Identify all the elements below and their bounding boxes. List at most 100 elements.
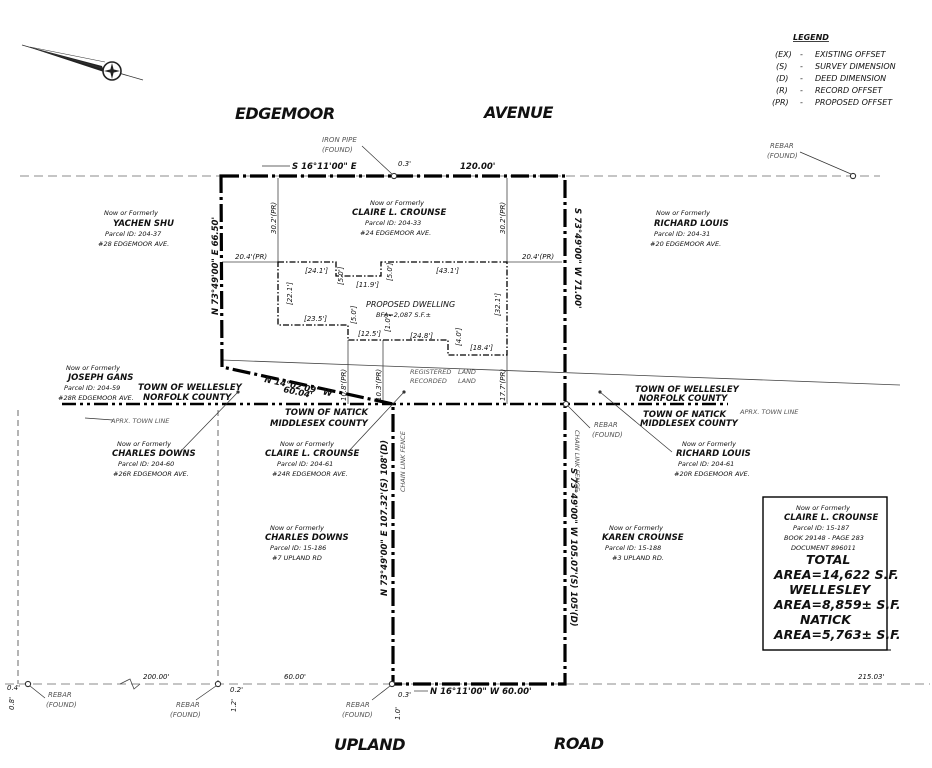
legend-row: (EX) - EXISTING OFFSET [775,50,887,59]
svg-text:#20 EDGEMOOR AVE.: #20 EDGEMOOR AVE. [650,240,721,248]
north-length: 120.00' [460,162,495,172]
leader-line [84,417,114,421]
svg-text:MIDDLESEX COUNTY: MIDDLESEX COUNTY [640,419,739,429]
house-dim: [11.9'] [356,281,379,289]
svg-text:WELLESLEY: WELLESLEY [789,582,872,597]
house-dim: [1.0'] [384,313,392,332]
svg-text:TOWN OF NATICK: TOWN OF NATICK [643,410,728,420]
svg-text:-: - [800,62,803,71]
abutter-shu: Now or Formerly YACHEN SHU Parcel ID: 20… [98,209,174,248]
monument-circle-icon [388,680,396,688]
svg-text:(S): (S) [776,62,787,71]
svg-text:(FOUND): (FOUND) [322,146,353,154]
svg-text:(FOUND): (FOUND) [767,152,798,160]
svg-text:#20R EDGEMOOR AVE.: #20R EDGEMOOR AVE. [674,470,750,478]
dwelling-title: PROPOSED DWELLING [366,300,455,309]
street-avenue: AVENUE [482,103,553,122]
town-labels-left: TOWN OF WELLESLEY NORFOLK COUNTY TOWN OF… [138,383,370,429]
aprx-town-line-right: APRX. TOWN LINE [739,408,799,416]
north-arrow-icon [21,44,144,81]
svg-text:JOSEPH GANS: JOSEPH GANS [66,373,133,383]
svg-text:RICHARD LOUIS: RICHARD LOUIS [676,449,751,459]
dim-02: 0.2' [230,686,243,694]
svg-text:EXISTING OFFSET: EXISTING OFFSET [815,50,887,59]
legend: LEGEND (EX) - EXISTING OFFSET (S) - SURV… [772,33,896,107]
subject-lot-boundary [219,174,567,686]
rebar-label-bottom-right: REBAR (FOUND) [342,685,391,719]
aprx-town-line-left: APRX. TOWN LINE [110,417,170,425]
svg-text:NORFOLK COUNTY: NORFOLK COUNTY [639,394,728,404]
house-dim: [5.0'] [350,305,358,324]
dwelling-bfa: BFA=2,087 S.F.± [376,311,431,319]
offset-rear-1: 10.8'(PR) [340,369,348,401]
svg-text:DEED DIMENSION: DEED DIMENSION [815,74,886,83]
house-dim: [23.5'] [304,315,327,323]
svg-text:Now or Formerly: Now or Formerly [796,504,850,512]
svg-text:Now or Formerly: Now or Formerly [370,199,424,207]
land-label-top: LAND [458,368,476,376]
offset-rear-3: 17.7'(PR) [499,369,507,401]
house-dim: [32.1'] [494,293,502,316]
svg-text:SURVEY DIMENSION: SURVEY DIMENSION [815,62,896,71]
house-dim: [24.1'] [305,267,328,275]
svg-text:#28 EDGEMOOR AVE.: #28 EDGEMOOR AVE. [98,240,169,248]
svg-text:(FOUND): (FOUND) [46,701,77,709]
registered-label: REGISTERED [410,368,451,376]
offset-rear-2: 10.3'(PR) [375,369,383,401]
svg-text:PROPOSED OFFSET: PROPOSED OFFSET [815,98,893,107]
svg-text:Parcel ID: 15-186: Parcel ID: 15-186 [270,544,326,552]
abutter-downs-upland: Now or Formerly CHARLES DOWNS Parcel ID:… [265,524,349,562]
registered-land-line [221,359,901,386]
east-upper-dimension: S 73°49'00" W 71.00' [572,208,582,309]
svg-text:DOCUMENT 896011: DOCUMENT 896011 [791,544,856,552]
svg-text:Parcel ID: 204-60: Parcel ID: 204-60 [118,460,174,468]
rebar-label-top-right: REBAR (FOUND) [767,142,852,175]
legend-title: LEGEND [793,33,829,42]
svg-text:Now or Formerly: Now or Formerly [117,440,171,448]
fence-label-west: CHAIN LINK FENCE [399,430,407,492]
svg-text:REBAR: REBAR [48,691,72,699]
monument-circle-icon [390,172,398,180]
svg-text:REBAR: REBAR [346,701,370,709]
svg-text:AREA=5,763± S.F.: AREA=5,763± S.F. [773,627,901,642]
break-mark [119,678,141,690]
svg-text:Parcel ID: 204-61: Parcel ID: 204-61 [678,460,734,468]
area-summary-box: Now or Formerly CLAIRE L. CROUNSE Parcel… [762,496,901,651]
svg-text:TOWN OF WELLESLEY: TOWN OF WELLESLEY [635,385,740,395]
land-label-bottom: LAND [458,377,476,385]
house-dim: [22.1'] [286,282,294,305]
svg-text:(FOUND): (FOUND) [170,711,201,719]
abutter-downs-rear: Now or Formerly CHARLES DOWNS Parcel ID:… [112,390,240,478]
offset-side-right: 20.4'(PR) [522,253,554,261]
svg-text:#3 UPLAND RD.: #3 UPLAND RD. [612,554,664,562]
svg-text:(FOUND): (FOUND) [342,711,373,719]
west-upper-dimension: N 73°49'00" E 66.50' [211,217,221,315]
house-dim: [43.1'] [436,267,459,275]
svg-text:(D): (D) [776,74,788,83]
dim-60: 60.00' [284,673,306,681]
south-bearing: N 16°11'00" W 60.00' [430,687,532,697]
south-offset: 0.3' [398,691,411,699]
legend-row: (PR) - PROPOSED OFFSET [772,98,893,107]
svg-text:CLAIRE L. CROUNSE: CLAIRE L. CROUNSE [784,513,878,523]
house-dim: [18.4'] [470,344,493,352]
west-lower-dimension: N 73°49'00" E 107.32'(S) 108'(D) [380,440,390,596]
subject-parcel-label: Now or Formerly CLAIRE L. CROUNSE Parcel… [352,199,446,237]
south-left-offset: 1.0' [394,707,402,720]
svg-text:RICHARD LOUIS: RICHARD LOUIS [654,219,729,229]
house-dim: [5.0'] [386,262,394,281]
svg-text:Now or Formerly: Now or Formerly [609,524,663,532]
monument-circle-icon [24,680,32,688]
svg-text:-: - [800,86,803,95]
svg-text:TOTAL: TOTAL [806,552,850,567]
monument-circle-icon [562,400,570,408]
svg-text:#26R EDGEMOOR AVE.: #26R EDGEMOOR AVE. [113,470,189,478]
svg-text:Parcel ID: 15-187: Parcel ID: 15-187 [793,524,850,532]
svg-text:NATICK: NATICK [800,612,852,627]
svg-text:#24 EDGEMOOR AVE.: #24 EDGEMOOR AVE. [360,229,431,237]
svg-text:CHARLES DOWNS: CHARLES DOWNS [265,533,349,543]
svg-text:Now or Formerly: Now or Formerly [682,440,736,448]
svg-text:(R): (R) [776,86,788,95]
svg-text:#7 UPLAND RD: #7 UPLAND RD [272,554,322,562]
